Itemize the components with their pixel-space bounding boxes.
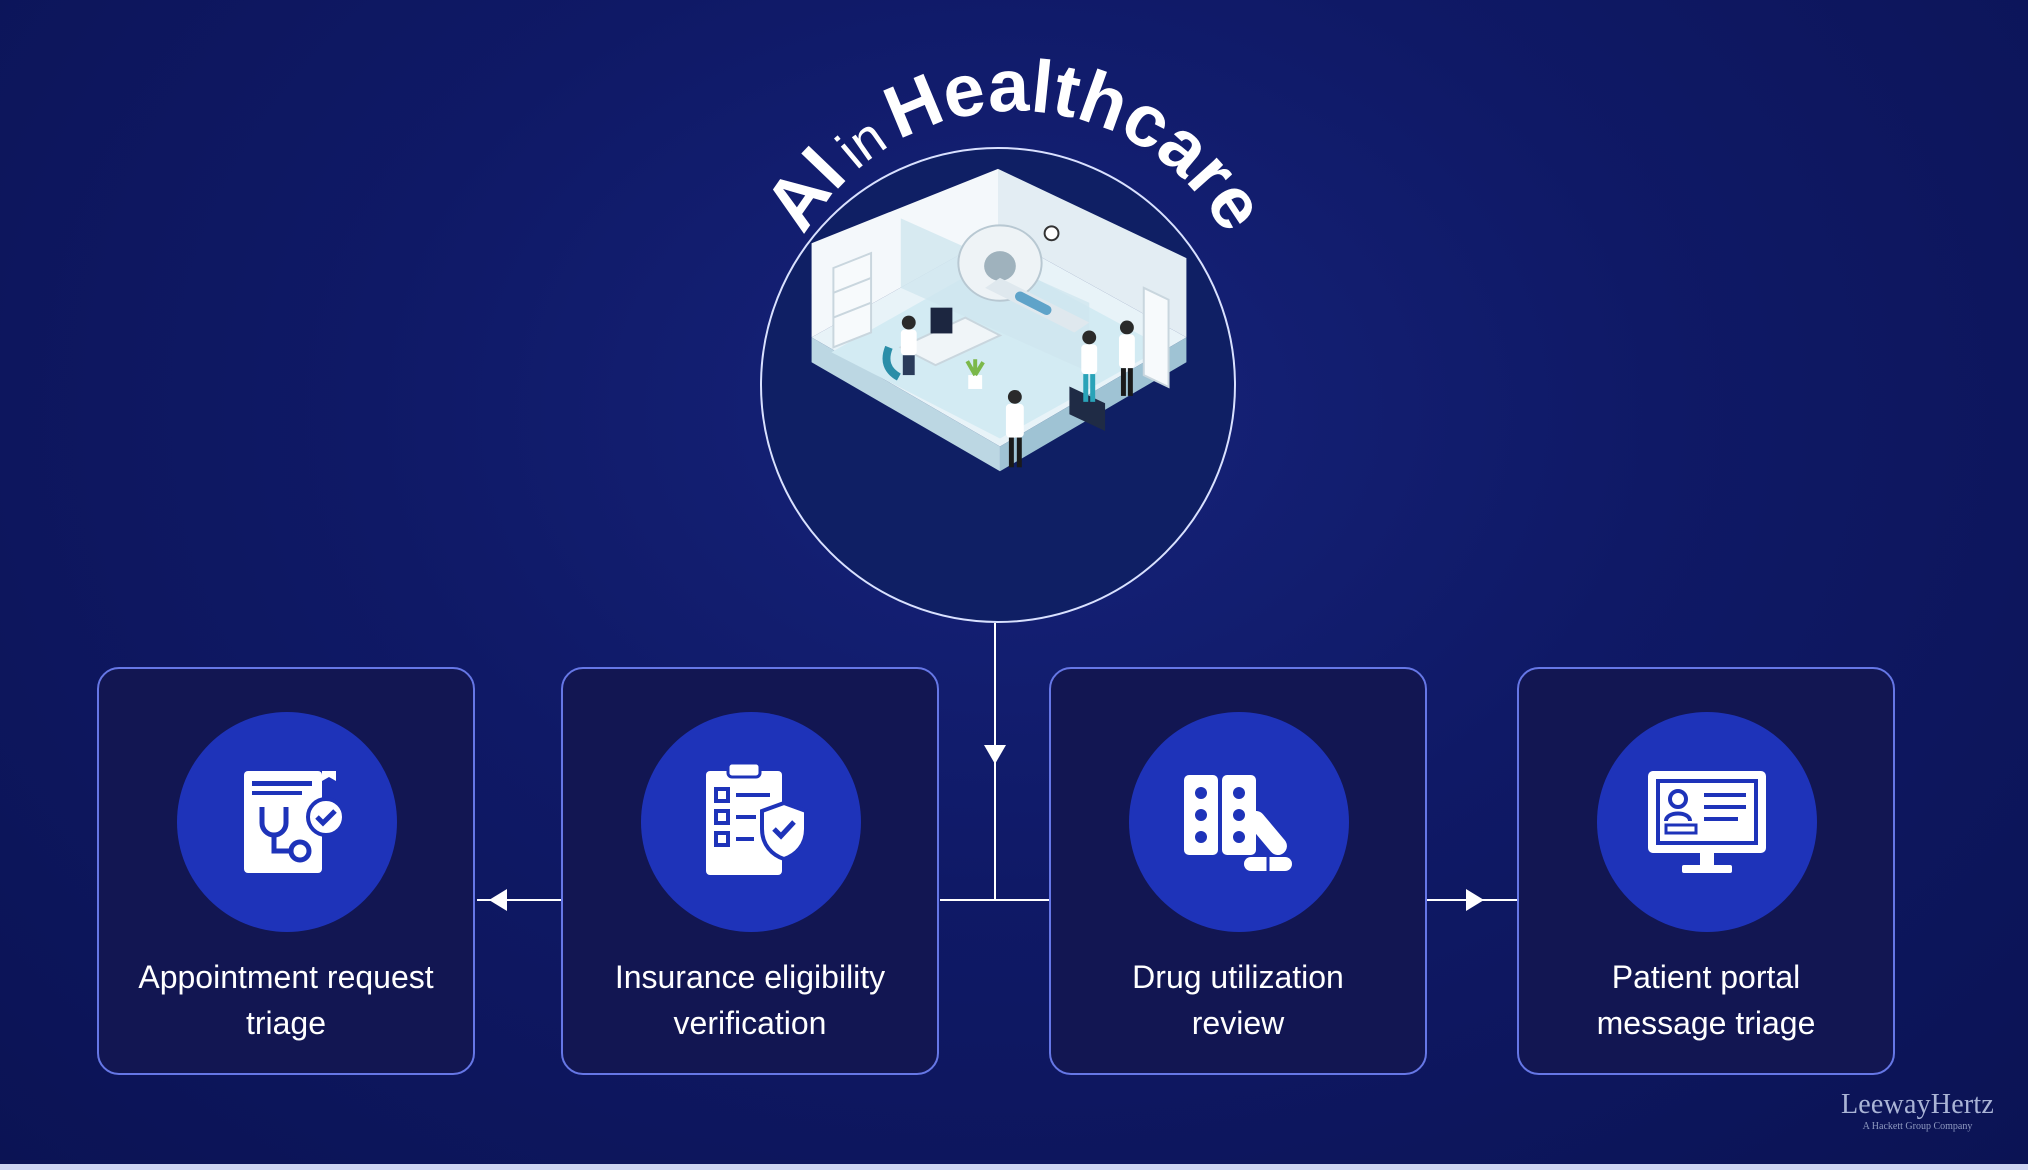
icon-circle xyxy=(641,712,861,932)
brand-name: LeewayHertz xyxy=(1841,1089,1994,1120)
arrow-right xyxy=(1466,889,1484,911)
pills-capsules-icon xyxy=(1184,775,1292,871)
icon-circle xyxy=(1129,712,1349,932)
arrow-down xyxy=(984,745,1006,764)
clipboard-checklist-shield-icon xyxy=(706,761,808,875)
card-label: Drug utilization review xyxy=(1132,959,1344,1041)
card-label: Patient portal message triage xyxy=(1596,959,1816,1041)
card-label: Insurance eligibility verification xyxy=(614,959,886,1041)
icon-circle xyxy=(177,712,397,932)
card-appointment-request-triage: Appointment request triage xyxy=(97,667,475,1075)
arrow-left xyxy=(489,889,507,911)
patient-monitor-profile-icon xyxy=(1648,771,1766,873)
brand-logo: LeewayHertz A Hackett Group Company xyxy=(1841,1090,1994,1134)
card-patient-portal-message-triage: Patient portal message triage xyxy=(1517,667,1895,1075)
icon-circle xyxy=(1597,712,1817,932)
card-insurance-eligibility-verification: Insurance eligibility verification xyxy=(561,667,939,1075)
brand-tagline: A Hackett Group Company xyxy=(1862,1121,1973,1132)
medical-report-stethoscope-icon xyxy=(244,771,346,873)
hub-circle xyxy=(760,147,1236,623)
bottom-strip xyxy=(0,1164,2028,1170)
hospital-mri-room-illustration xyxy=(811,168,1187,472)
card-drug-utilization-review: Drug utilization review xyxy=(1049,667,1427,1075)
card-label: Appointment request triage xyxy=(138,959,434,1041)
